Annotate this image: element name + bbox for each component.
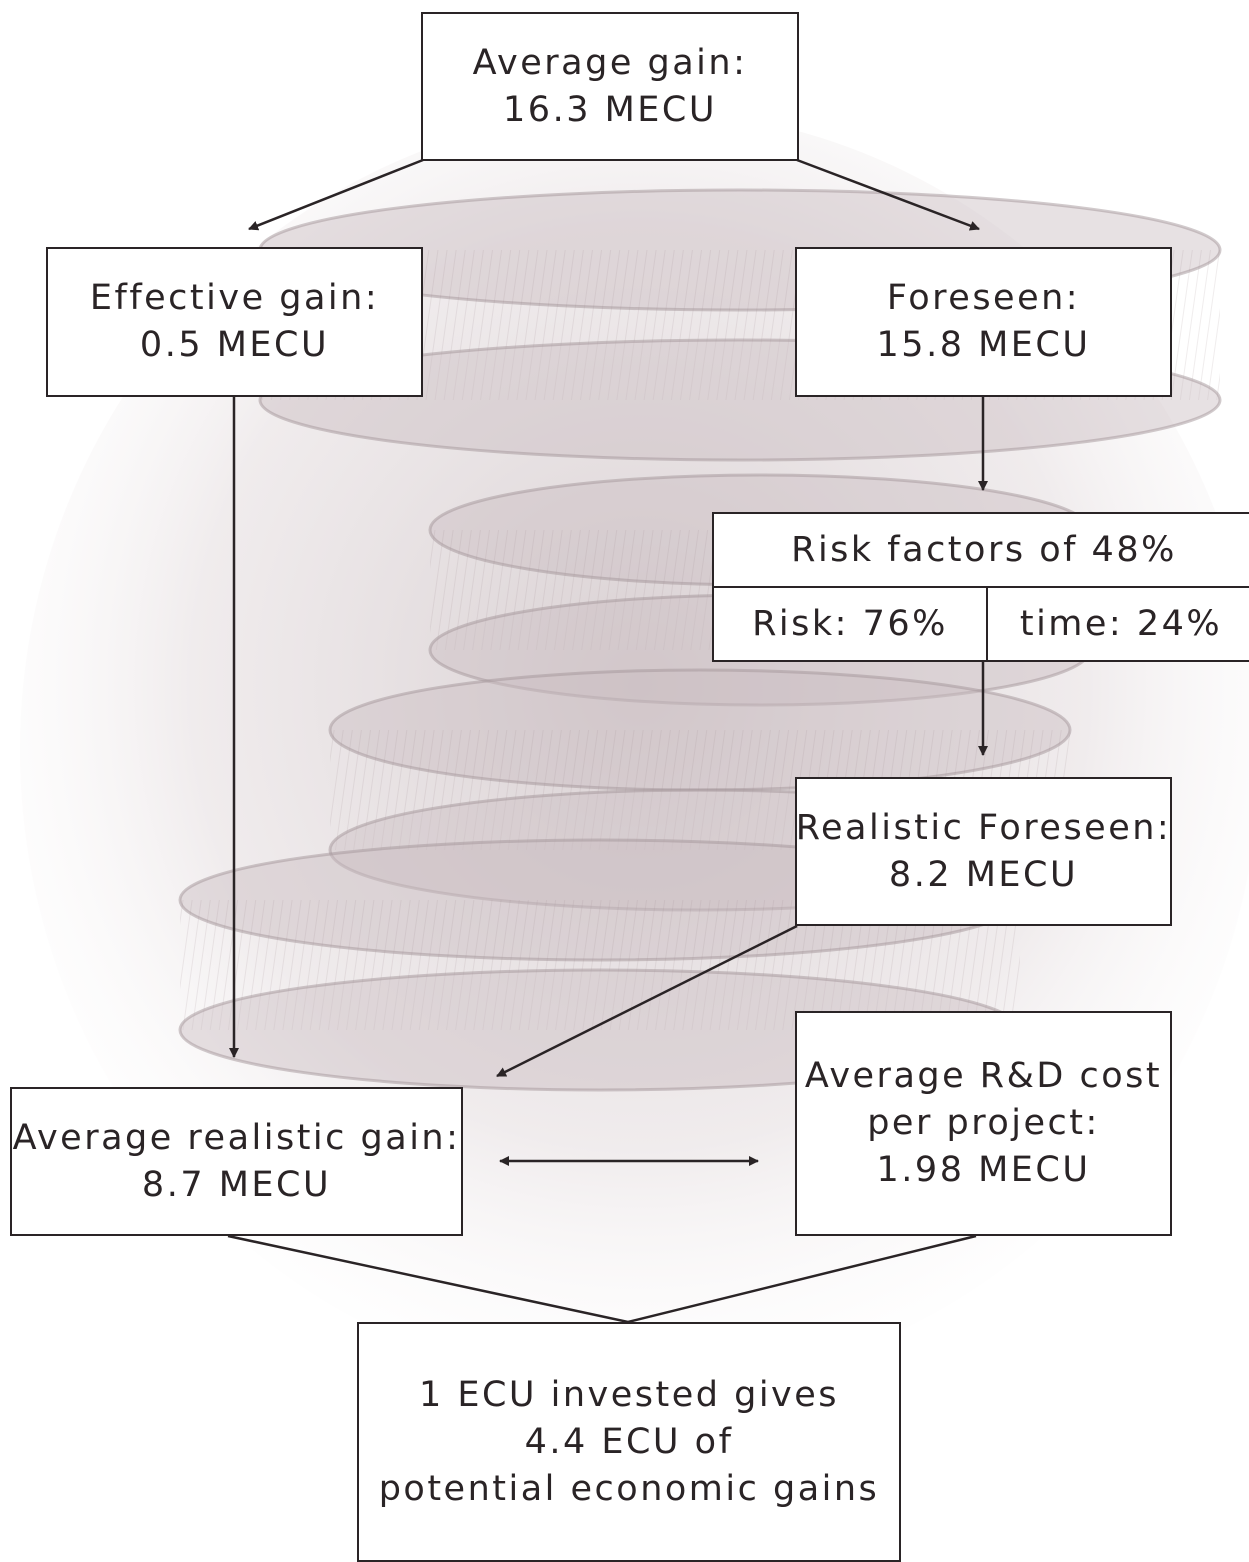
- realistic-foreseen-box: Realistic Foreseen: 8.2 MECU: [795, 777, 1172, 926]
- effective-gain-box: Effective gain: 0.5 MECU: [46, 247, 423, 397]
- rd-cost-line2: per project:: [867, 1100, 1100, 1147]
- rd-cost-value: 1.98 MECU: [877, 1147, 1091, 1194]
- effective-gain-label: Effective gain:: [90, 275, 379, 322]
- average-realistic-gain-label: Average realistic gain:: [13, 1115, 461, 1162]
- average-realistic-gain-value: 8.7 MECU: [142, 1162, 331, 1209]
- realistic-foreseen-label: Realistic Foreseen:: [796, 805, 1171, 852]
- effective-gain-value: 0.5 MECU: [140, 322, 329, 369]
- average-gain-label: Average gain:: [473, 40, 748, 87]
- foreseen-value: 15.8 MECU: [877, 322, 1091, 369]
- foreseen-box: Foreseen: 15.8 MECU: [795, 247, 1172, 397]
- time-share: time: 24%: [1020, 601, 1222, 648]
- foreseen-label: Foreseen:: [887, 275, 1080, 322]
- arrow-average-to-effective: [249, 160, 423, 229]
- arrow-average-to-foreseen: [797, 160, 979, 229]
- merge-to-conclusion: [228, 1236, 976, 1322]
- arrow-realistic-foreseen-to-realistic-gain: [497, 926, 797, 1076]
- average-realistic-gain-box: Average realistic gain: 8.7 MECU: [10, 1087, 463, 1236]
- time-share-cell: time: 24%: [986, 586, 1249, 662]
- risk-share: Risk: 76%: [752, 601, 948, 648]
- realistic-foreseen-value: 8.2 MECU: [889, 852, 1078, 899]
- conclusion-line2: 4.4 ECU of: [525, 1419, 734, 1466]
- rd-cost-box: Average R&D cost per project: 1.98 MECU: [795, 1011, 1172, 1236]
- rd-cost-line1: Average R&D cost: [805, 1053, 1162, 1100]
- conclusion-line1: 1 ECU invested gives: [419, 1372, 839, 1419]
- average-gain-value: 16.3 MECU: [503, 87, 717, 134]
- risk-factors-title: Risk factors of 48%: [791, 527, 1177, 574]
- conclusion-line3: potential economic gains: [379, 1466, 880, 1513]
- risk-factors-title-cell: Risk factors of 48%: [712, 512, 1249, 588]
- risk-share-cell: Risk: 76%: [712, 586, 988, 662]
- conclusion-box: 1 ECU invested gives 4.4 ECU of potentia…: [357, 1322, 901, 1562]
- average-gain-box: Average gain: 16.3 MECU: [421, 12, 799, 161]
